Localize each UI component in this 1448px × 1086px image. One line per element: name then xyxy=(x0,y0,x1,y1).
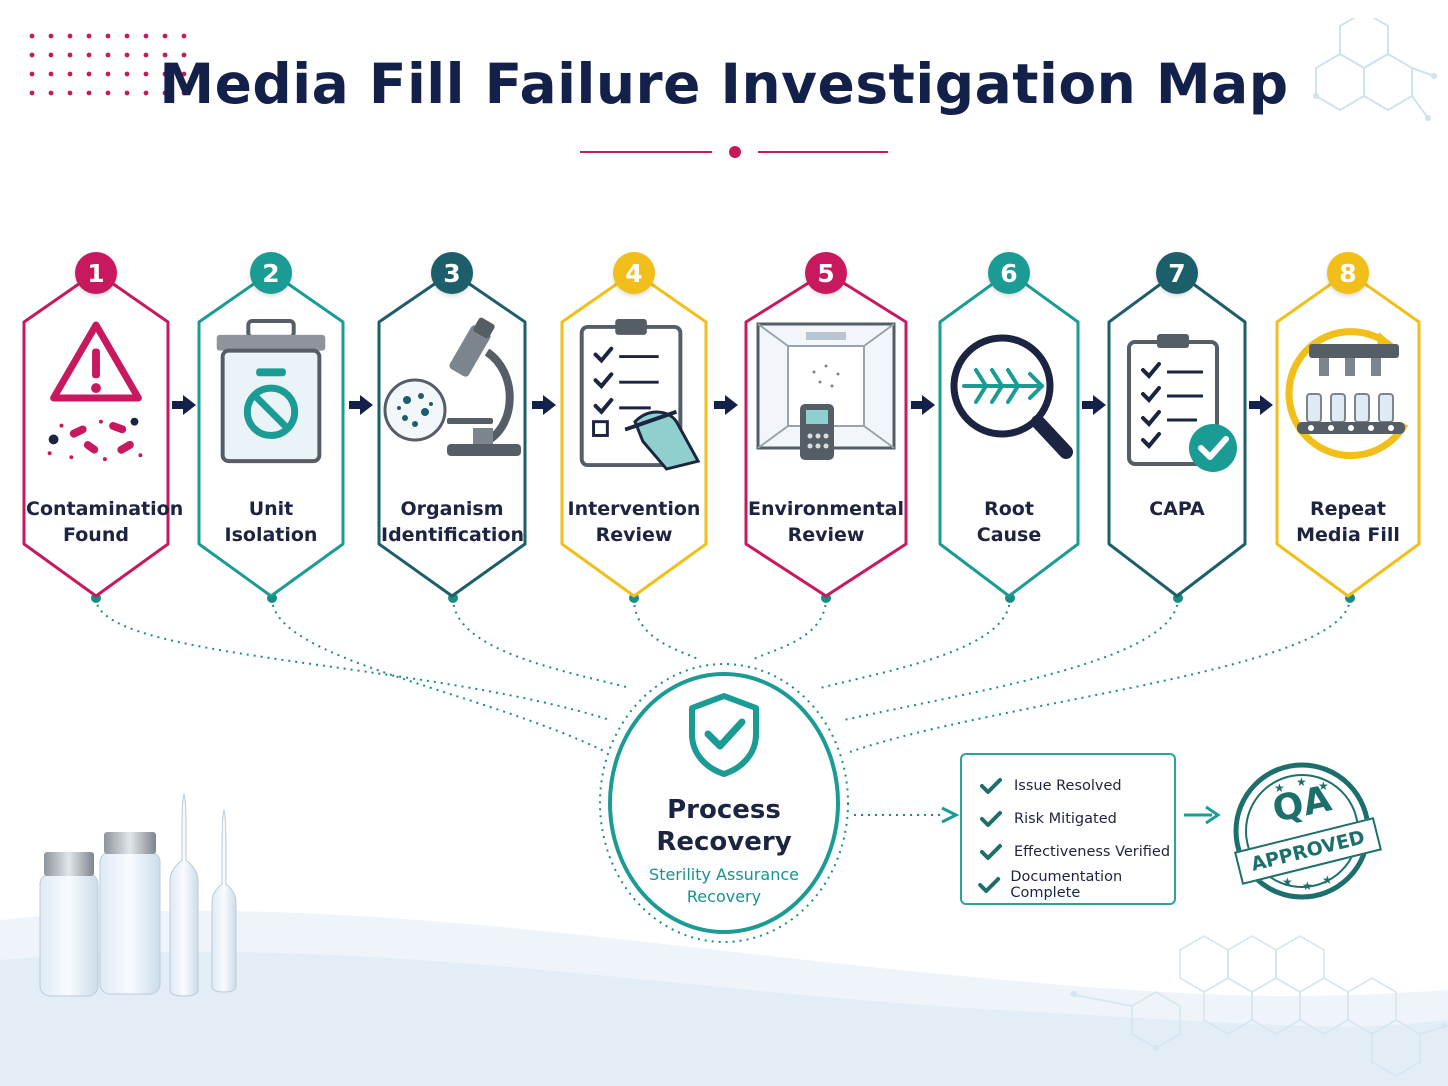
background-wave xyxy=(0,910,1448,1086)
flow-arrow-icon xyxy=(714,395,738,415)
decorative-dot-grid xyxy=(29,33,187,96)
step-6: 6 Root Cause xyxy=(938,250,1080,610)
svg-text:★: ★ xyxy=(1302,879,1313,893)
svg-text:★: ★ xyxy=(1322,873,1333,887)
step-number-badge: 8 xyxy=(1327,252,1369,294)
arrow-to-stamp xyxy=(1184,805,1221,825)
checklist-item: Documentation Complete xyxy=(976,868,1174,901)
page-title: Media Fill Failure Investigation Map xyxy=(159,52,1289,116)
arrow-to-checklist xyxy=(854,806,960,824)
check-icon xyxy=(980,843,1002,860)
step-label: Contamination Found xyxy=(26,498,184,546)
step-8: 8 Repeat Media Fill xyxy=(1275,250,1421,610)
step-label: CAPA xyxy=(1149,498,1205,520)
checklist-item: Effectiveness Verified xyxy=(976,835,1174,868)
qa-approved-stamp: ★★★ ★★★ QA APPROVED xyxy=(1222,756,1382,906)
step-number-badge: 6 xyxy=(988,252,1030,294)
step-number-badge: 2 xyxy=(250,252,292,294)
vials-illustration xyxy=(39,792,237,997)
step-7: 7 CAPA xyxy=(1107,250,1247,610)
flow-arrow-icon xyxy=(349,395,373,415)
step-label: Environmental Review xyxy=(748,498,904,546)
recovery-title: Process Recovery xyxy=(656,795,792,857)
filling-line-cycle-icon xyxy=(1275,312,1421,482)
check-icon xyxy=(980,777,1002,794)
step-3: 3 Organism Identification xyxy=(377,250,527,610)
step-number-badge: 5 xyxy=(805,252,847,294)
step-4: 4 Intervention Review xyxy=(560,250,708,610)
clipboard-gloved-hand-icon xyxy=(560,312,708,482)
flow-arrow-icon xyxy=(1081,395,1106,415)
microscope-petri-icon xyxy=(377,312,527,482)
checklist-item-label: Risk Mitigated xyxy=(1014,810,1117,827)
step-label: Root Cause xyxy=(976,498,1042,546)
svg-text:★: ★ xyxy=(1274,781,1285,795)
flow-arrow-icon xyxy=(1249,395,1273,415)
flow-arrow-icon xyxy=(171,395,196,415)
checklist-item-label: Documentation Complete xyxy=(1010,868,1123,901)
process-recovery-hub: Process Recovery Sterility Assurance Rec… xyxy=(598,662,850,944)
step-label: Repeat Media Fill xyxy=(1296,498,1400,546)
title-divider xyxy=(580,146,888,158)
step-label: Organism Identification xyxy=(381,498,525,546)
cleanroom-monitor-icon xyxy=(744,312,908,482)
flow-arrow-icon xyxy=(531,395,556,415)
recovery-subtitle: Sterility Assurance Recovery xyxy=(649,865,799,906)
molecule-decoration-bottom xyxy=(1070,935,1448,1077)
checklist-item-label: Effectiveness Verified xyxy=(1014,843,1171,860)
verification-checklist: Issue Resolved Risk Mitigated Effectiven… xyxy=(960,753,1176,905)
step-2: 2 Unit Isolation xyxy=(197,250,345,610)
warning-bacteria-icon xyxy=(22,312,170,482)
shield-check-icon xyxy=(689,693,759,777)
svg-text:★: ★ xyxy=(1282,875,1293,889)
clipboard-check-icon xyxy=(1107,312,1247,482)
svg-text:★: ★ xyxy=(1318,779,1329,793)
magnifier-fishbone-icon xyxy=(938,312,1080,482)
checklist-item-label: Issue Resolved xyxy=(1014,777,1122,794)
check-icon xyxy=(980,810,1002,827)
step-number-badge: 7 xyxy=(1156,252,1198,294)
checklist-item: Risk Mitigated xyxy=(976,802,1174,835)
quarantine-bin-icon xyxy=(197,312,345,482)
step-label: Intervention Review xyxy=(567,498,701,546)
step-number-badge: 1 xyxy=(75,252,117,294)
step-label: Unit Isolation xyxy=(224,498,318,546)
checklist-item: Issue Resolved xyxy=(976,769,1174,802)
svg-text:★: ★ xyxy=(1296,775,1307,789)
step-5: 5 Environmental Review xyxy=(744,250,908,610)
step-1: 1 Contamination Found xyxy=(22,250,184,610)
check-icon xyxy=(978,876,1001,893)
step-number-badge: 4 xyxy=(613,252,655,294)
molecule-decoration-top xyxy=(1313,18,1437,121)
step-number-badge: 3 xyxy=(431,252,473,294)
flow-arrow-icon xyxy=(911,395,935,415)
